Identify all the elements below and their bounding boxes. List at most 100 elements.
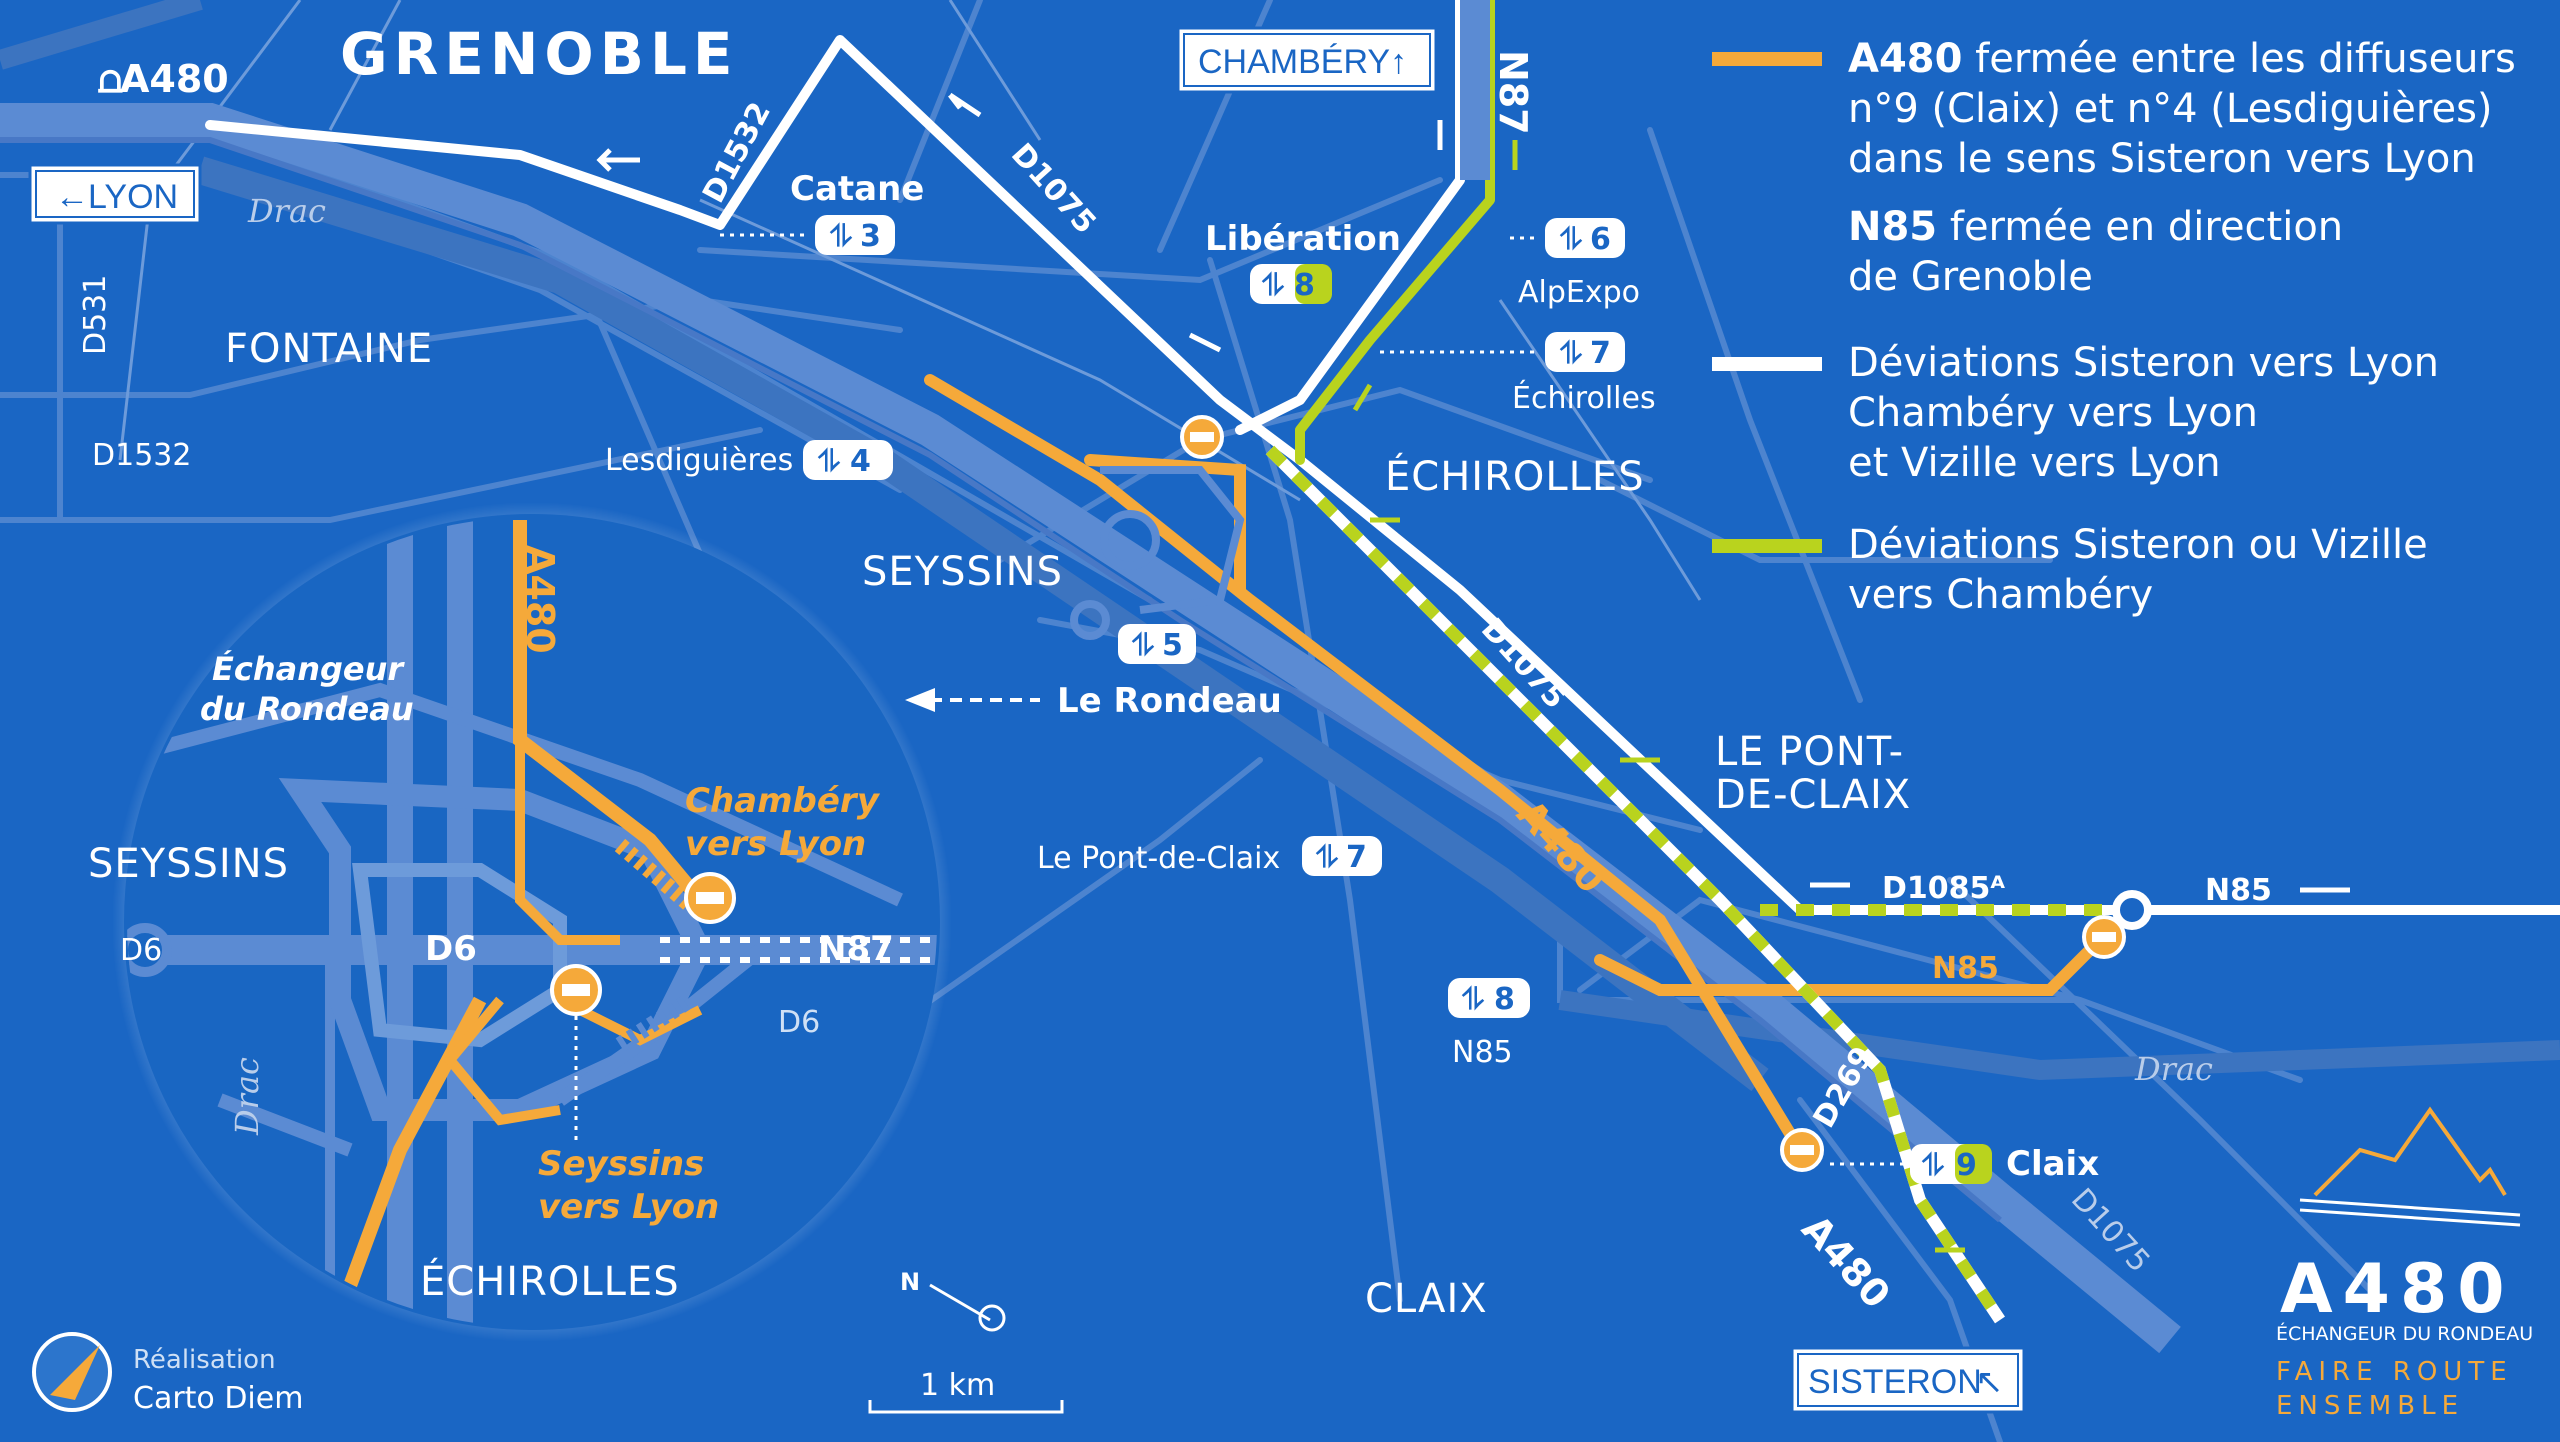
credit-line-1: Réalisation bbox=[133, 1345, 276, 1375]
n85-south: N85 bbox=[1932, 951, 1999, 986]
exit-icon: ⥮ bbox=[1261, 268, 1285, 303]
legend-swatch-green bbox=[1712, 539, 1822, 553]
exit-echirolles-name: Échirolles bbox=[1512, 380, 1656, 416]
exit-claix: ⥮ 9 Claix bbox=[1830, 1144, 2099, 1184]
inset-echirolles: ÉCHIROLLES bbox=[420, 1257, 680, 1305]
river-drac-north: Drac bbox=[247, 192, 326, 230]
legend-item-1-line-1: A480 fermée entre les diffuseurs bbox=[1848, 36, 2516, 82]
exit-liberation-number: 8 bbox=[1294, 268, 1315, 303]
exit-rondeau-number: 5 bbox=[1162, 628, 1183, 663]
rondeau-pointer: Le Rondeau bbox=[905, 681, 1282, 721]
legend-item-3-line-3: et Vizille vers Lyon bbox=[1848, 440, 2221, 486]
arrow-left-icon: ← bbox=[55, 178, 89, 216]
legend-item-2-line-2: de Grenoble bbox=[1848, 254, 2093, 300]
exit-icon: ⥮ bbox=[1921, 1148, 1945, 1183]
sign-lyon-label: LYON bbox=[88, 178, 178, 216]
detour-dashed bbox=[1265, 445, 2130, 1324]
credit: Réalisation Carto Diem bbox=[32, 1332, 303, 1416]
legend-item-4-line-2: vers Chambéry bbox=[1848, 572, 2153, 618]
mountain-logo bbox=[2313, 1106, 2507, 1197]
legend-n85-bold: N85 bbox=[1848, 204, 1937, 250]
scale-label: 1 km bbox=[920, 1368, 995, 1403]
exit-catane: Catane ⥮ 3 bbox=[720, 169, 924, 255]
inset-n87: N87 bbox=[818, 929, 894, 969]
exit-liberation: Libération ⥮ 8 bbox=[1205, 219, 1401, 304]
exit-n85-number: 8 bbox=[1494, 982, 1515, 1017]
exit-rondeau: ⥮ 5 bbox=[1118, 624, 1196, 664]
exit-alpexpo-number: 6 bbox=[1590, 222, 1611, 257]
legend-a480-bold: A480 bbox=[1848, 36, 1962, 82]
river-drac-east: Drac bbox=[2134, 1050, 2213, 1088]
brand-tag-1: FAIRE ROUTE bbox=[2276, 1357, 2513, 1387]
exit-icon: ⥮ bbox=[1559, 222, 1583, 257]
place-fontaine: FONTAINE bbox=[225, 326, 433, 372]
closure-marker-n85 bbox=[2082, 915, 2126, 959]
sign-sisteron: SISTERON ↖ bbox=[1790, 1346, 2026, 1414]
inset-chambery-2: vers Lyon bbox=[685, 824, 866, 864]
legend-item-1-line-3: dans le sens Sisteron vers Lyon bbox=[1848, 136, 2476, 182]
d531: D531 bbox=[78, 275, 113, 355]
place-pont-de-claix-2: DE-CLAIX bbox=[1715, 772, 1911, 818]
roundabout-n85 bbox=[2112, 890, 2152, 930]
a480-label-top: A480 bbox=[120, 57, 229, 101]
exit-catane-name: Catane bbox=[790, 169, 924, 209]
inset-drac: Drac bbox=[228, 1057, 266, 1136]
exit-icon: ⥮ bbox=[1131, 628, 1155, 663]
inset-seyssins-1: Seyssins bbox=[538, 1144, 704, 1184]
exit-lesdiguieres-name: Lesdiguières bbox=[605, 443, 793, 478]
exit-icon: ⥮ bbox=[1315, 840, 1339, 875]
closure-markers bbox=[1180, 415, 2152, 1172]
exit-alpexpo-name: AlpExpo bbox=[1518, 275, 1640, 310]
closure-marker-rondeau bbox=[1180, 415, 1224, 459]
n85-closed bbox=[1594, 924, 2116, 996]
exit-n85: ⥮ 8 N85 bbox=[1448, 978, 1530, 1070]
exit-claix-name: Claix bbox=[2006, 1144, 2099, 1184]
place-claix: CLAIX bbox=[1365, 1276, 1488, 1322]
legend-item-2-line-1: N85 fermée en direction bbox=[1848, 204, 2343, 250]
legend-item-1-line-2: n°9 (Claix) et n°4 (Lesdiguières) bbox=[1848, 86, 2493, 132]
credit-line-2: Carto Diem bbox=[133, 1381, 303, 1416]
direction-arrows bbox=[596, 92, 2350, 893]
legend-a480-text: fermée entre les diffuseurs bbox=[1975, 36, 2516, 82]
n85-east: N85 bbox=[2205, 873, 2272, 908]
legend-swatch-closed bbox=[1712, 52, 1822, 66]
exit-n85-name: N85 bbox=[1452, 1035, 1513, 1070]
place-seyssins: SEYSSINS bbox=[862, 549, 1063, 595]
sign-chambery-label: CHAMBÉRY bbox=[1198, 43, 1390, 81]
motorway-icon: ⩍ bbox=[98, 57, 123, 101]
inset-title-2: du Rondeau bbox=[200, 690, 414, 728]
sign-lyon: ← LYON bbox=[28, 163, 202, 225]
sign-chambery: CHAMBÉRY ↑ bbox=[1176, 26, 1438, 94]
scale-bar: 1 km bbox=[868, 1368, 1064, 1414]
brand-tag-2: ENSEMBLE bbox=[2276, 1391, 2464, 1421]
rondeau-interchange bbox=[1070, 466, 1245, 640]
place-echirolles: ÉCHIROLLES bbox=[1385, 452, 1645, 500]
inset-d6-east: D6 bbox=[778, 1005, 820, 1040]
exit-lesdiguieres-number: 4 bbox=[850, 444, 871, 479]
exit-icon: ⥮ bbox=[1461, 982, 1485, 1017]
exit-icon: ⥮ bbox=[829, 219, 853, 254]
n87-label: N87 bbox=[1491, 50, 1535, 135]
closure-marker-claix bbox=[1780, 1128, 1824, 1172]
compass: N bbox=[900, 1268, 1006, 1332]
legend-n85-text: fermée en direction bbox=[1950, 204, 2343, 250]
brand: A480 ÉCHANGEUR DU RONDEAU FAIRE ROUTE EN… bbox=[2276, 1106, 2533, 1421]
d1085a: D1085ᴬ bbox=[1882, 871, 2005, 906]
inset-circle: Échangeur du Rondeau SEYSSINS ÉCHIROLLES… bbox=[88, 502, 952, 1342]
inset-d6-center: D6 bbox=[425, 929, 477, 969]
a480-label-bottom: A480 bbox=[1793, 1207, 1898, 1317]
exit-alpexpo: ⥮ 6 AlpExpo bbox=[1510, 218, 1640, 310]
exit-echirolles: ⥮ 7 Échirolles bbox=[1380, 332, 1656, 416]
exit-icon: ⥮ bbox=[1559, 336, 1583, 371]
inset-title-1: Échangeur bbox=[212, 650, 405, 688]
arrow-upleft-icon: ↖ bbox=[1975, 1363, 2004, 1401]
legend-item-3-line-1: Déviations Sisteron vers Lyon bbox=[1848, 340, 2439, 386]
exit-pont-de-claix: Le Pont-de-Claix ⥮ 7 bbox=[1037, 836, 1382, 876]
exit-icon: ⥮ bbox=[817, 444, 841, 479]
legend-item-3-line-2: Chambéry vers Lyon bbox=[1848, 390, 2258, 436]
exit-pont-de-claix-number: 7 bbox=[1346, 840, 1367, 875]
sign-sisteron-label: SISTERON bbox=[1808, 1363, 1982, 1401]
legend-item-4-line-1: Déviations Sisteron ou Vizille bbox=[1848, 522, 2428, 568]
legend-swatch-white bbox=[1712, 357, 1822, 371]
